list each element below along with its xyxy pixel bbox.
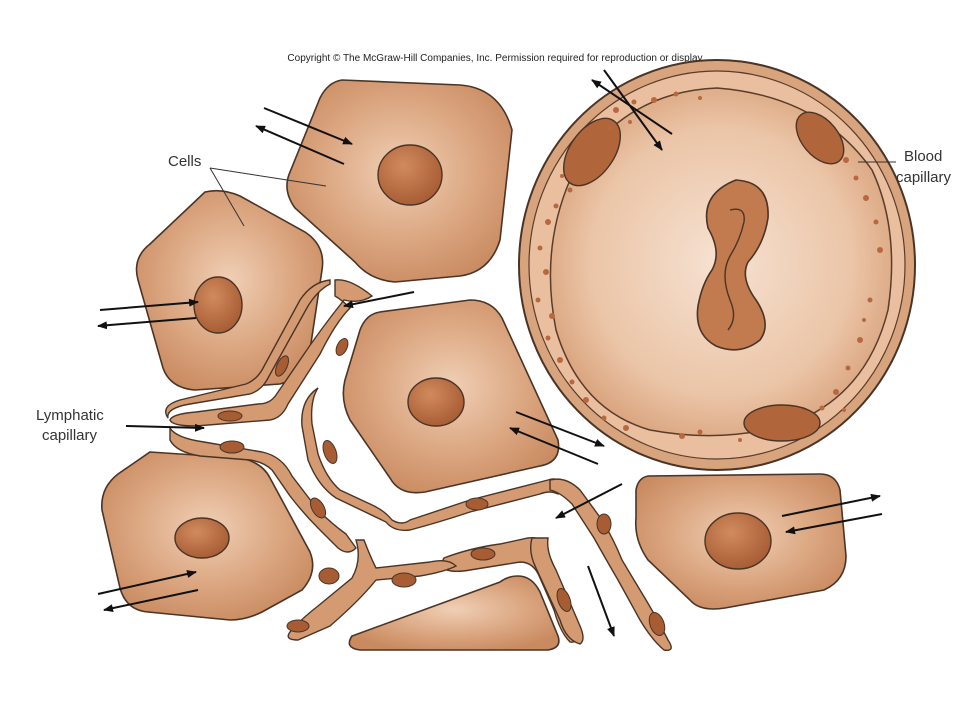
cell-top: [286, 79, 513, 283]
red-blood-cell: [696, 179, 769, 351]
granules: [535, 91, 883, 442]
endothelial-nucleus: [743, 404, 821, 442]
cell-bottom-right: [634, 473, 847, 610]
label-blood-capillary-line2: capillary: [896, 169, 952, 186]
label-lymphatic-capillary-line2: capillary: [42, 427, 98, 444]
cell-bottom-left: [101, 451, 314, 621]
copyright-text: Copyright © The McGraw-Hill Companies, I…: [287, 53, 704, 64]
cell-left: [135, 189, 324, 391]
nucleus: [193, 276, 243, 334]
lymphatic-capillary: [165, 279, 672, 651]
diffusion-arrows: [97, 69, 883, 637]
nucleus: [174, 517, 230, 559]
endothelial-nucleus: [563, 117, 621, 187]
cell-bottom-triangle: [348, 575, 560, 651]
cell-center: [342, 299, 560, 494]
lymphatic-nuclei: [217, 338, 666, 637]
endothelial-nucleus: [795, 111, 845, 165]
nucleus: [704, 512, 772, 570]
label-cells: Cells: [168, 153, 201, 170]
nucleus: [377, 144, 443, 206]
label-lymphatic-capillary-line1: Lymphatic: [36, 407, 104, 424]
label-blood-capillary-line1: Blood: [904, 148, 942, 165]
leader-lines: [209, 161, 896, 227]
blood-capillary: [518, 59, 916, 471]
nucleus: [407, 377, 465, 427]
